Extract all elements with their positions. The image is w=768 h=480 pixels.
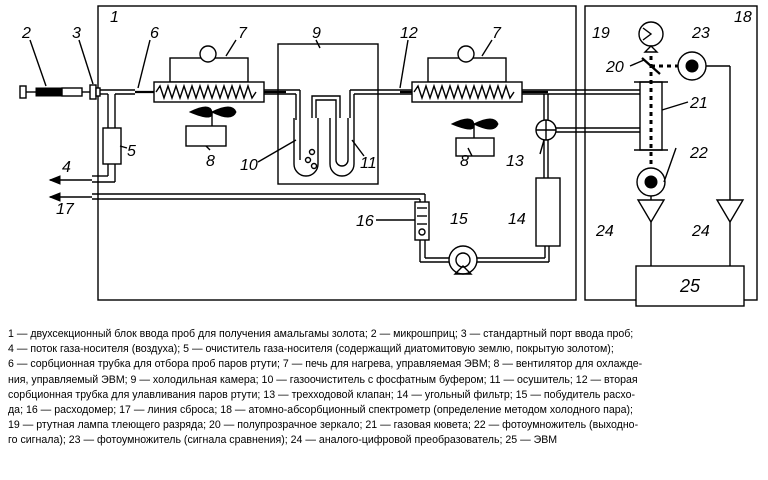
purifier-5: [102, 127, 122, 165]
computer-25: [635, 265, 745, 307]
block-1-frame: [97, 5, 577, 301]
pump-15: [448, 245, 478, 275]
label-2: 2: [21, 25, 31, 42]
exhaust-line-arrow: [48, 192, 92, 202]
label-7a: 7: [238, 25, 248, 42]
label-5: 5: [127, 143, 136, 160]
label-4: 4: [62, 159, 71, 176]
label-7b: 7: [492, 25, 502, 42]
label-14: 14: [508, 211, 526, 228]
label-23: 23: [691, 25, 710, 42]
label-21: 21: [689, 95, 708, 112]
adc-24-left: [636, 199, 666, 224]
carrier-gas-flow-arrow: [48, 175, 92, 185]
caption-line: да; 16 — расходомер; 17 — линия сброса; …: [8, 404, 633, 417]
label-8a: 8: [206, 153, 215, 170]
label-12: 12: [400, 25, 418, 42]
label-13: 13: [506, 153, 524, 170]
caption-line: 4 — поток газа-носителя (воздуха); 5 — о…: [8, 343, 614, 356]
label-15: 15: [450, 211, 468, 228]
label-18: 18: [734, 9, 752, 26]
label-24a: 24: [595, 223, 614, 240]
label-17: 17: [56, 201, 75, 218]
label-9: 9: [312, 25, 321, 42]
injection-port-3: [89, 84, 101, 100]
apparatus-schematic: 1 2 3 4 5 6 7 8 9 10 11 12 7 8 13 14 15 …: [19, 5, 758, 307]
furnace-7-right: [411, 45, 523, 103]
fan-8-right: [450, 118, 499, 157]
furnace-7-left: [153, 45, 265, 103]
label-8b: 8: [460, 153, 469, 170]
caption-line: сорбционная трубка для улавливания паров…: [8, 388, 636, 401]
microsyringe-2: [19, 85, 90, 99]
label-20: 20: [605, 59, 624, 76]
caption-line: ния, управляемый ЭВМ; 9 — холодильная ка…: [8, 373, 638, 386]
block-18-frame: [584, 5, 758, 301]
phosphate-scrubber-10: [293, 95, 341, 177]
caption-line: го сигнала); 23 — фотоумножитель (сигнал…: [8, 434, 558, 447]
label-3: 3: [72, 25, 81, 42]
label-22: 22: [689, 145, 708, 162]
dryer-11: [329, 90, 355, 177]
label-10: 10: [240, 157, 258, 174]
caption-line: 1 — двухсекционный блок ввода проб для п…: [8, 328, 634, 340]
figure-caption: 1 — двухсекционный блок ввода проб для п…: [8, 327, 762, 449]
label-25: 25: [679, 276, 701, 296]
mercury-lamp-19: [638, 21, 664, 53]
label-16: 16: [356, 213, 374, 230]
adc-24-right: [715, 199, 745, 224]
fan-8-left: [185, 106, 237, 147]
label-1: 1: [110, 9, 119, 26]
three-way-valve-13: [535, 119, 557, 141]
photomultiplier-23: [677, 51, 707, 81]
flowmeter-16: [414, 201, 430, 241]
caption-line: 6 — сорбционная трубка для отбора проб п…: [8, 358, 643, 371]
label-19: 19: [592, 25, 610, 42]
label-6: 6: [150, 25, 159, 42]
label-11: 11: [360, 155, 377, 172]
charcoal-filter-14: [535, 177, 561, 247]
caption-line: 19 — ртутная лампа тлеющего разряда; 20 …: [8, 419, 639, 432]
photomultiplier-22: [636, 167, 666, 197]
label-24b: 24: [691, 223, 710, 240]
cold-chamber-9: [277, 43, 379, 185]
semitransparent-mirror-20: [641, 57, 661, 75]
